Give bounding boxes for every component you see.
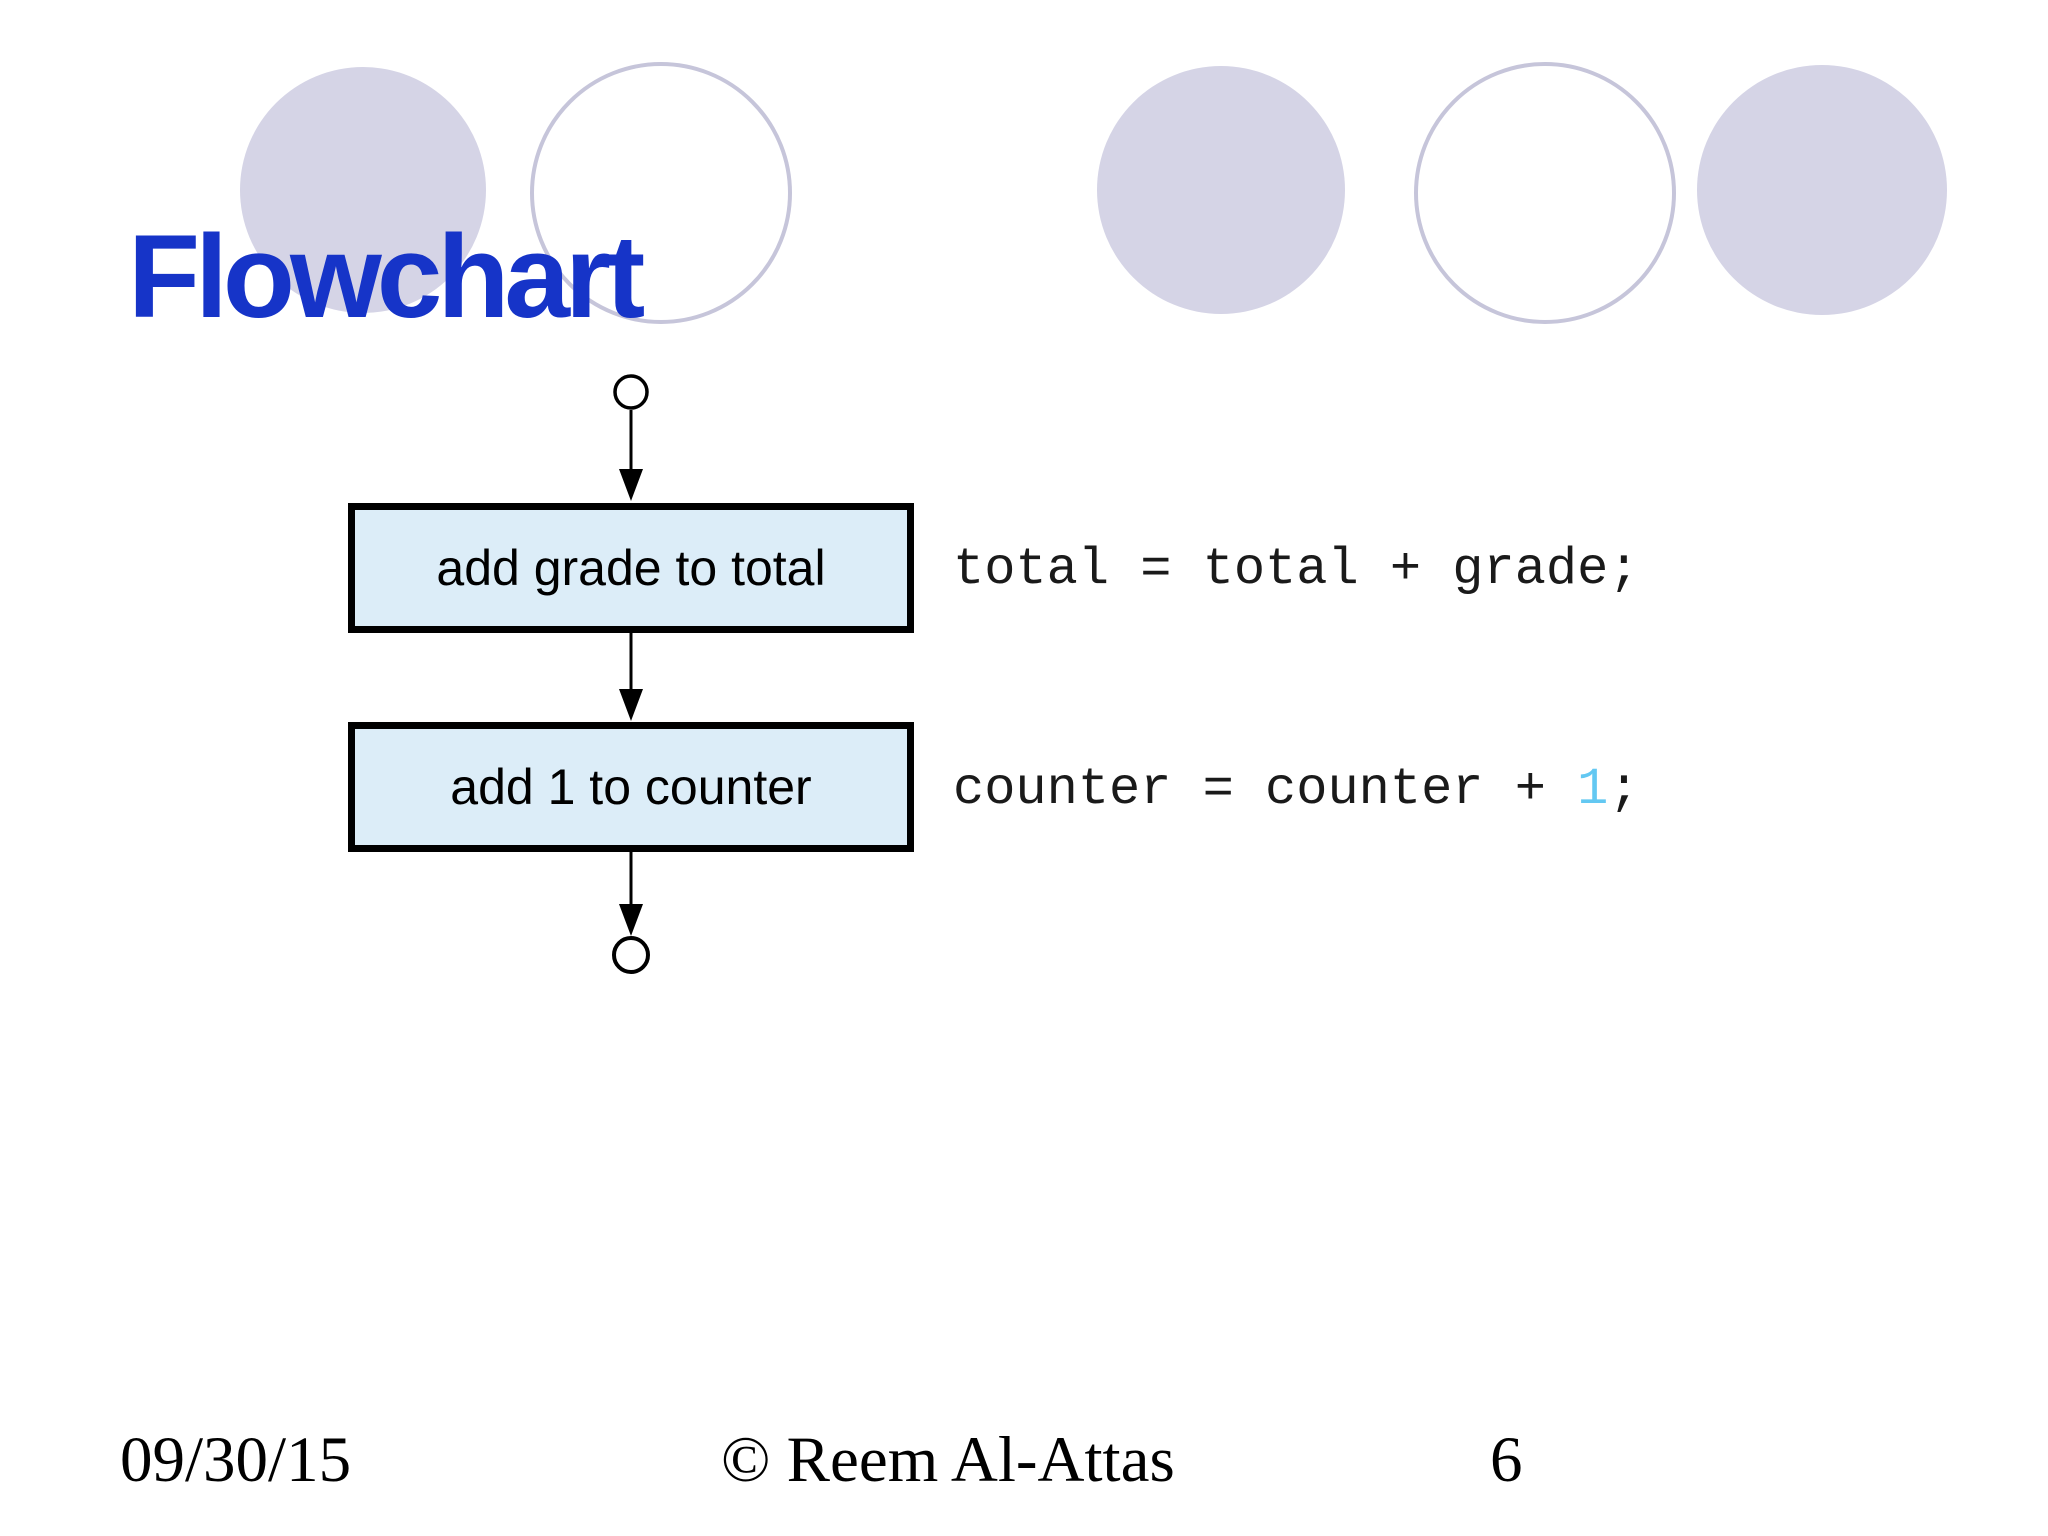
- flowchart-box-add-grade: add grade to total: [348, 503, 914, 633]
- decor-circle-outlined-right: [1414, 62, 1676, 324]
- arrowhead-icon: [619, 904, 643, 936]
- arrowhead-icon: [619, 469, 643, 501]
- footer-date: 09/30/15: [120, 1424, 352, 1496]
- code-line-counter: counter = counter + 1;: [953, 760, 1640, 820]
- decor-circle-outlined-left: [530, 62, 792, 324]
- decor-circle-filled-right-1: [1097, 66, 1345, 314]
- code-line-total: total = total + grade;: [953, 540, 1640, 600]
- end-terminal-icon: [612, 936, 650, 974]
- code-text: ;: [1608, 760, 1640, 819]
- footer-credit: © Reem Al-Attas: [721, 1424, 1175, 1496]
- flowchart-box-add-counter: add 1 to counter: [348, 722, 914, 852]
- start-terminal-icon: [613, 374, 649, 410]
- decor-circle-filled-right-2: [1697, 65, 1947, 315]
- arrowhead-icon: [619, 689, 643, 721]
- footer-page-number: 6: [1490, 1424, 1523, 1496]
- decor-circle-filled-left: [240, 67, 486, 313]
- page-title: Flowchart: [128, 211, 645, 344]
- flowchart-box-label: add 1 to counter: [450, 759, 812, 815]
- code-highlight: 1: [1577, 760, 1609, 819]
- flowchart-box-label: add grade to total: [436, 540, 826, 596]
- code-text: total = total + grade;: [953, 540, 1640, 599]
- code-text: counter = counter +: [953, 760, 1578, 819]
